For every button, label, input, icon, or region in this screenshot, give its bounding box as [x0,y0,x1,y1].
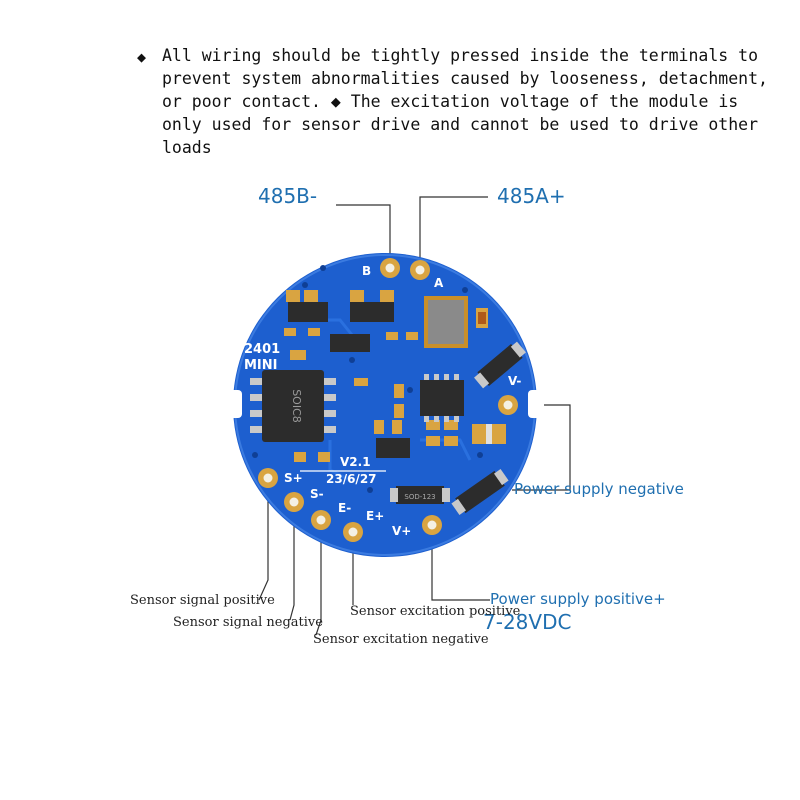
leader-power-positive [431,525,490,601]
note-line-3: or poor contact. ◆ The excitation voltag… [137,90,738,113]
bullet-icon: ◆ [137,48,147,66]
pad-label-vminus: V- [508,374,521,388]
label-sensor-signal-negative: Sensor signal negative [173,615,323,630]
pad-label-b: B [362,264,371,278]
label-power-positive: Power supply positive+ [490,590,666,608]
pad-label-splus: S+ [284,471,303,485]
inductor [424,296,468,348]
pad-label-a: A [434,276,444,290]
board-date: 23/6/27 [326,472,377,486]
label-voltage-range: 7-28VDC [483,610,572,634]
circuit-board: SOIC8 [226,253,544,557]
pad-vplus [422,515,442,535]
label-485b: 485B- [258,184,318,208]
board-notch-left [226,390,242,418]
center-ic [420,374,464,422]
note-line-1: All wiring should be tightly pressed ins… [162,46,759,65]
pad-eminus [311,510,331,530]
pad-label-eplus: E+ [366,509,384,523]
board-model: 2401 [244,342,280,357]
label-sensor-excitation-negative: Sensor excitation negative [313,632,489,647]
leader-485a [419,196,488,265]
sod123-diode: SOD-123 [390,486,450,504]
pad-label-sminus: S- [310,487,324,501]
label-power-negative: Power supply negative [514,480,684,498]
pad-eplus [343,522,363,542]
diode-label: SOD-123 [404,493,435,501]
diode-bottom [451,469,509,515]
ic-label: SOIC8 [290,389,303,423]
leader-sensor-signal-negative [289,502,295,621]
note-line-5: loads [162,138,212,157]
note-line-3b: The excitation voltage of the module is [350,92,739,111]
pad-splus [258,468,278,488]
regulator-chip [376,438,410,458]
label-sensor-excitation-positive: Sensor excitation positive [350,604,521,619]
pad-vminus [498,395,518,415]
bullet-icon: ◆ [330,92,341,111]
leader-sensor-signal-positive [258,478,269,601]
label-sensor-signal-positive: Sensor signal positive [130,593,275,608]
pad-b [380,258,400,278]
diode-top [474,341,526,389]
terminal-pads [258,258,518,542]
board-notch-right [528,390,544,418]
soic8-chip: SOIC8 [250,370,336,442]
pad-label-eminus: E- [338,501,351,515]
leader-sensor-excitation-negative [315,520,322,636]
note-line-2: prevent system abnormalities caused by l… [162,69,768,88]
note-line-3a: or poor contact. [162,92,321,111]
pad-sminus [284,492,304,512]
board-model-sub: MINI [244,358,278,373]
pad-label-vplus: V+ [392,524,411,538]
leader-485b [336,204,391,262]
pad-a [410,260,430,280]
board-version: V2.1 [340,455,371,469]
wiring-notes: ◆ All wiring should be tightly pressed i… [137,44,768,159]
top-transistors [286,290,394,352]
label-485a: 485A+ [497,184,566,208]
